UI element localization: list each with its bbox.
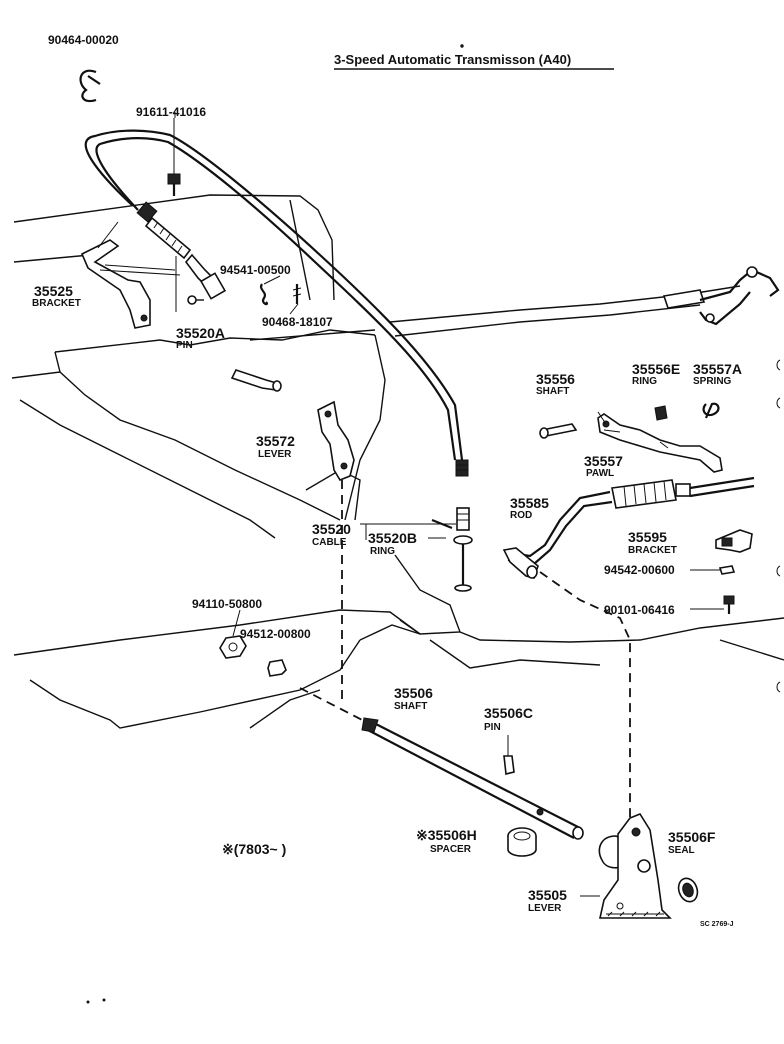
label-35556: 35556 xyxy=(536,371,575,387)
vehicle-body-outline xyxy=(11,194,784,729)
label-35520b: 35520B xyxy=(368,530,417,546)
figure-code: SC 2769-J xyxy=(700,921,734,928)
label-91611: 91611-41016 xyxy=(136,105,206,119)
bracket-35525-part[interactable] xyxy=(80,221,181,329)
washer-94542-part[interactable] xyxy=(718,565,736,575)
lever-35505-part[interactable] xyxy=(598,813,672,919)
label-35556-name: SHAFT xyxy=(536,386,569,397)
label-35557a-name: SPRING xyxy=(693,376,732,387)
label-35525-name: BRACKET xyxy=(32,298,81,309)
label-35557: 35557 xyxy=(584,453,623,469)
shaft-35506-part[interactable] xyxy=(361,717,584,840)
ring-35556e-part[interactable] xyxy=(654,405,668,421)
pin-35506c-part[interactable] xyxy=(503,735,515,775)
edge-marks xyxy=(86,44,781,1004)
seal-35506f-part[interactable] xyxy=(675,876,700,905)
label-90464: 90464-00020 xyxy=(48,33,119,47)
label-35595: 35595 xyxy=(628,529,667,545)
label-35520-name: CABLE xyxy=(312,537,347,548)
label-35556e: 35556E xyxy=(632,361,680,377)
upper-right-linkage xyxy=(662,266,780,326)
label-35506: 35506 xyxy=(394,685,433,701)
bolt-90101-part[interactable] xyxy=(723,595,735,614)
label-94110: 94110-50800 xyxy=(192,597,262,611)
label-35595-name: BRACKET xyxy=(628,545,677,556)
pin-90468-part[interactable] xyxy=(292,284,302,304)
label-35585-name: ROD xyxy=(510,510,532,521)
pin-35520a-part[interactable] xyxy=(175,256,204,312)
label-35506c: 35506C xyxy=(484,705,533,721)
shaft-35556-part[interactable] xyxy=(539,423,578,439)
spring-35557a-part[interactable] xyxy=(702,402,720,419)
label-35525: 35525 xyxy=(34,283,73,299)
shift-cable-35520-part[interactable] xyxy=(84,129,473,592)
label-35506c-name: PIN xyxy=(484,722,501,733)
shaft-guide-dashline xyxy=(299,687,367,723)
label-35520a: 35520A xyxy=(176,325,225,341)
diagram-title: 3-Speed Automatic Transmisson (A40) xyxy=(334,52,571,67)
label-35572-name: LEVER xyxy=(258,449,292,460)
spring-94541-part[interactable] xyxy=(260,283,268,306)
label-35520b-name: RING xyxy=(370,546,395,557)
label-35505: 35505 xyxy=(528,887,567,903)
label-35506h: ※35506H xyxy=(416,827,477,843)
bracket-35595-part[interactable] xyxy=(715,529,753,553)
nut-94110-part[interactable] xyxy=(219,635,247,659)
leader-lines xyxy=(174,112,724,897)
label-35557-name: PAWL xyxy=(586,468,614,479)
bolt-91611-part[interactable] xyxy=(167,118,181,196)
label-35557a: 35557A xyxy=(693,361,742,377)
label-35506h-name: SPACER xyxy=(430,844,472,855)
label-94512: 94512-00800 xyxy=(240,627,311,641)
label-35520: 35520 xyxy=(312,521,351,537)
label-94542: 94542-00600 xyxy=(604,563,675,577)
label-35505-name: LEVER xyxy=(528,903,562,914)
spacer-35506h-part[interactable] xyxy=(507,827,537,857)
label-35585: 35585 xyxy=(510,495,549,511)
label-35506f: 35506F xyxy=(668,829,716,845)
label-35556e-name: RING xyxy=(632,376,657,387)
rod-35585-part[interactable] xyxy=(502,476,755,579)
label-35506-name: SHAFT xyxy=(394,701,427,712)
footnote-date-range: ※(7803~ ) xyxy=(222,841,286,857)
label-35520a-name: PIN xyxy=(176,340,193,351)
label-35572: 35572 xyxy=(256,433,295,449)
label-35506f-name: SEAL xyxy=(668,845,695,856)
washer-94512-part[interactable] xyxy=(267,659,287,677)
lever-35572-part[interactable] xyxy=(317,400,355,481)
rod-guide-dashline xyxy=(539,571,631,820)
label-90468: 90468-18107 xyxy=(262,315,333,329)
label-94541: 94541-00500 xyxy=(220,263,291,277)
clip-90464-part[interactable] xyxy=(79,69,101,103)
rod-end-stub xyxy=(230,369,282,392)
pawl-35557-part[interactable] xyxy=(597,413,723,473)
label-90101: 90101-06416 xyxy=(604,603,675,617)
